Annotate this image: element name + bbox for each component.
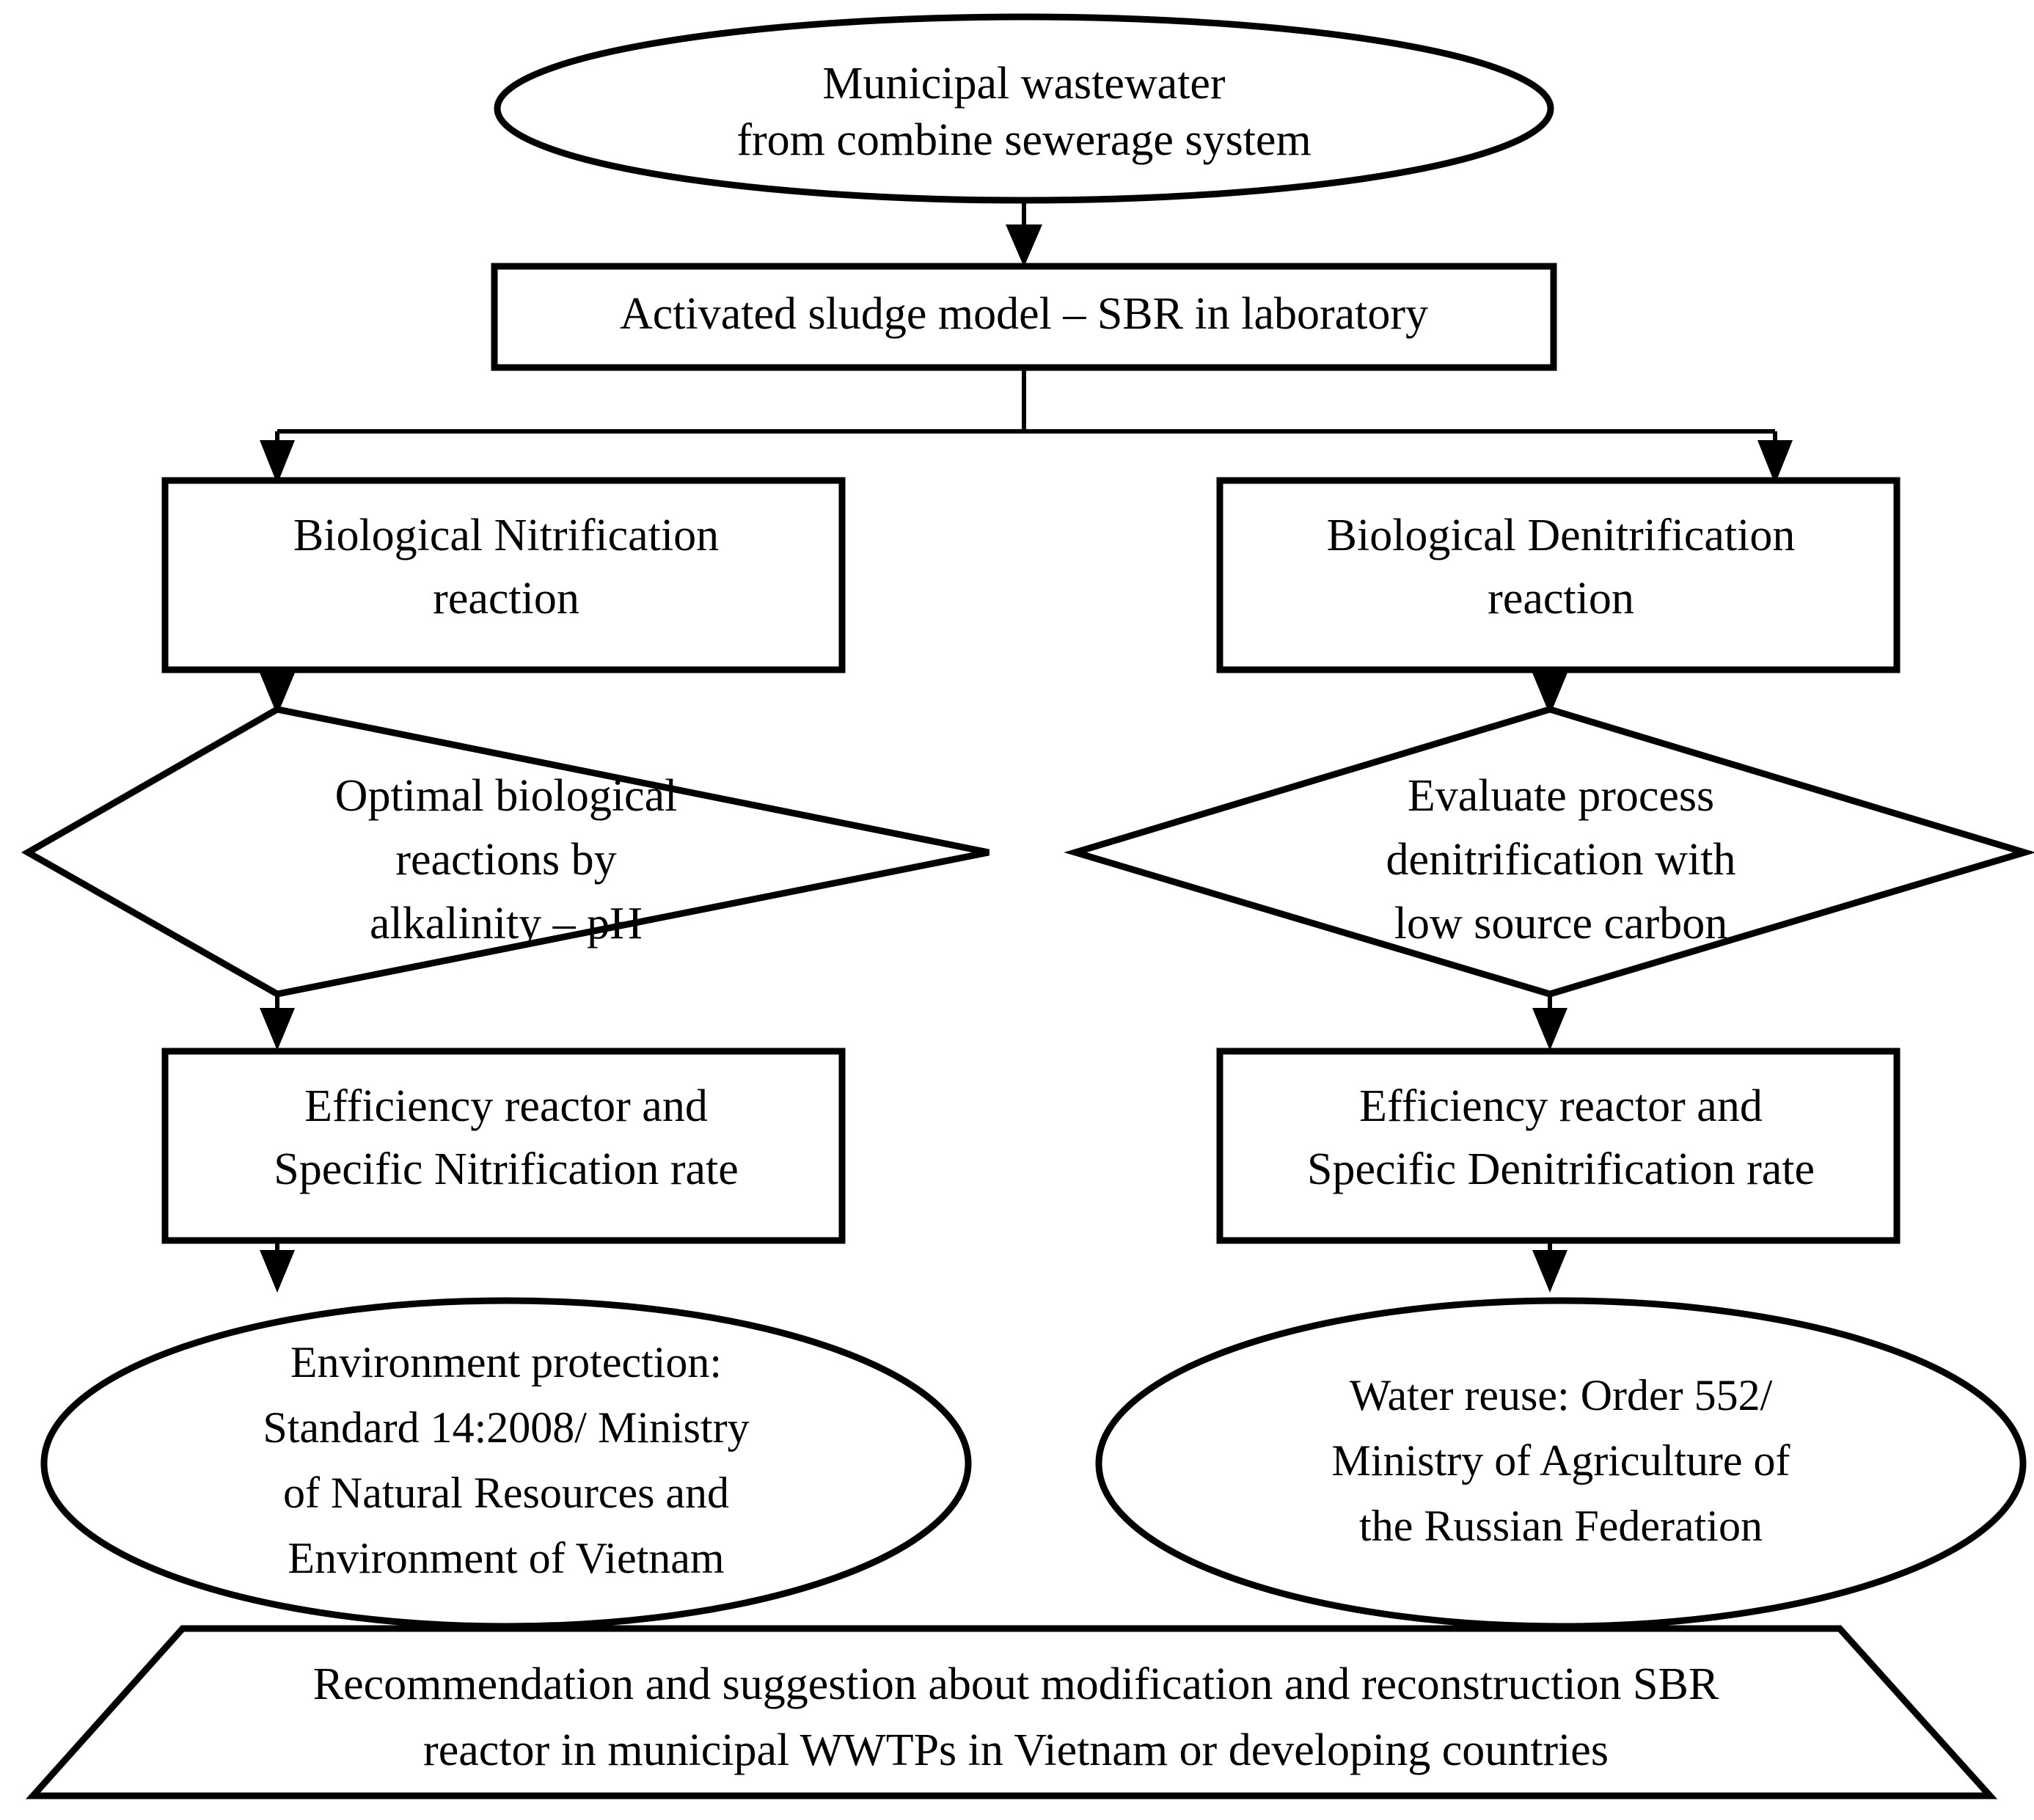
node-nitrification-line-1: Biological Nitrification [293, 511, 719, 560]
node-evaluate-diamond[interactable]: Evaluate process denitrification with lo… [1064, 706, 2034, 998]
node-evaluate-line-2: denitrification with [1386, 835, 1736, 885]
node-envprotection-line-1: Environment protection: [290, 1338, 722, 1386]
edge-evaluate-to-effdenitr [1532, 990, 1567, 1050]
node-efficiency-nitrification-rectangle[interactable]: Efficiency reactor and Specific Nitrific… [161, 1048, 846, 1244]
node-recommendation-trapezoid[interactable]: Recommendation and suggestion about modi… [25, 1625, 1998, 1799]
node-denitrification-line-2: reaction [1488, 574, 1634, 624]
edge-source-to-model [1006, 197, 1042, 267]
node-effnitr-line-1: Efficiency reactor and [304, 1081, 708, 1131]
node-environment-protection-ellipse[interactable]: Environment protection: Standard 14:2008… [40, 1297, 972, 1630]
node-nitrification-line-2: reaction [433, 574, 579, 624]
node-optimal-line-2: reactions by [395, 835, 616, 885]
node-waterreuse-line-1: Water reuse: Order 552/ [1350, 1371, 1773, 1419]
node-denitrification-rectangle[interactable]: Biological Denitrification reaction [1216, 477, 1901, 673]
node-envprotection-line-3: of Natural Resources and [283, 1469, 729, 1517]
node-evaluate-line-3: low source carbon [1394, 899, 1728, 949]
node-optimal-diamond[interactable]: Optimal biological reactions by alkalini… [21, 706, 989, 998]
node-optimal-line-1: Optimal biological [335, 771, 678, 821]
node-model-rectangle[interactable]: Activated sludge model – SBR in laborato… [491, 263, 1557, 371]
node-source-line-2: from combine sewerage system [736, 115, 1311, 165]
node-source-line-1: Municipal wastewater [822, 59, 1226, 109]
node-effnitr-line-2: Specific Nitrification rate [274, 1144, 739, 1194]
node-recommendation-line-2: reactor in municipal WWTPs in Vietnam or… [423, 1725, 1609, 1775]
node-nitrification-rectangle[interactable]: Biological Nitrification reaction [161, 477, 846, 673]
node-model-line-1: Activated sludge model – SBR in laborato… [620, 289, 1428, 339]
node-denitrification-line-1: Biological Denitrification [1327, 511, 1796, 560]
node-waterreuse-line-2: Ministry of Agriculture of [1332, 1436, 1790, 1485]
edge-model-split [260, 367, 1793, 484]
node-waterreuse-line-3: the Russian Federation [1359, 1502, 1763, 1550]
node-envprotection-line-2: Standard 14:2008/ Ministry [263, 1403, 749, 1452]
node-evaluate-line-1: Evaluate process [1408, 771, 1714, 821]
node-effdenitr-line-2: Specific Denitrification rate [1307, 1144, 1815, 1194]
edge-effnitr-to-envprotection [260, 1240, 295, 1293]
node-envprotection-line-4: Environment of Vietnam [288, 1534, 724, 1582]
node-effdenitr-line-1: Efficiency reactor and [1359, 1081, 1763, 1131]
node-water-reuse-ellipse[interactable]: Water reuse: Order 552/ Ministry of Agri… [1095, 1297, 2027, 1630]
node-efficiency-denitrification-rectangle[interactable]: Efficiency reactor and Specific Denitrif… [1216, 1048, 1901, 1244]
node-source-ellipse[interactable]: Municipal wastewater from combine sewera… [494, 13, 1554, 204]
edge-optimal-to-effnitr [260, 990, 295, 1050]
node-optimal-line-3: alkalinity – pH [370, 899, 643, 949]
node-recommendation-line-1: Recommendation and suggestion about modi… [313, 1659, 1719, 1709]
edge-effdenitr-to-waterreuse [1532, 1240, 1567, 1293]
